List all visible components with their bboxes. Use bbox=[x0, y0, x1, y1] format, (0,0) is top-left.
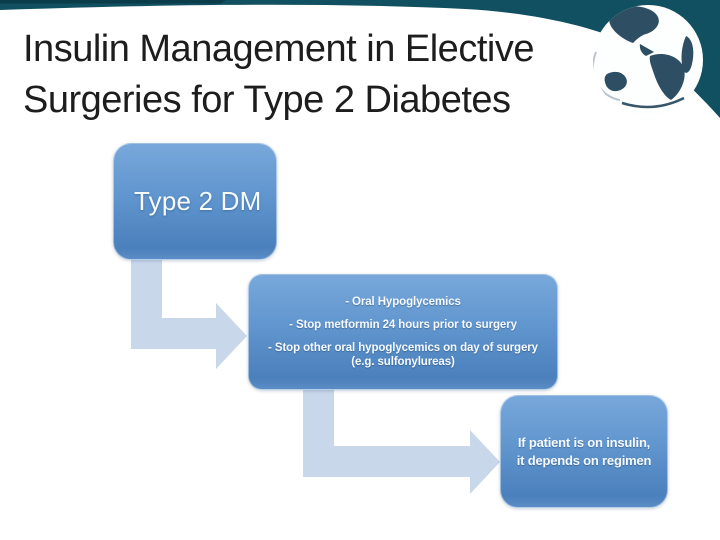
header-band bbox=[0, 0, 720, 118]
node-type2dm-label: Type 2 DM bbox=[134, 186, 262, 216]
node-oral-line-3: - Stop other oral hypoglycemics on day o… bbox=[268, 342, 538, 368]
page-title: Insulin Management in Elective Surgeries… bbox=[23, 24, 663, 126]
arrow-2-horizontal-bar bbox=[303, 446, 470, 477]
title-line-2: Surgeries for Type 2 Diabetes bbox=[23, 79, 511, 121]
arrow-1-horizontal-bar bbox=[131, 318, 216, 349]
node-oral-line-1: - Oral Hypoglycemics bbox=[345, 296, 461, 308]
arrow-2-head-icon bbox=[470, 430, 500, 494]
dark-top-strip bbox=[0, 0, 226, 4]
node-oral-line-2: - Stop metformin 24 hours prior to surge… bbox=[289, 319, 517, 331]
flowchart-node-oral-hypoglycemics: - Oral Hypoglycemics - Stop metformin 24… bbox=[248, 274, 558, 390]
title-line-1: Insulin Management in Elective bbox=[23, 28, 534, 70]
globe-icon bbox=[593, 5, 703, 115]
flowchart-node-insulin-regimen: If patient is on insulin, it depends on … bbox=[500, 395, 668, 508]
node-insulin-label: If patient is on insulin, it depends on … bbox=[516, 434, 652, 468]
arrow-1-head-icon bbox=[216, 303, 247, 369]
flowchart-node-type2dm: Type 2 DM bbox=[113, 143, 277, 260]
